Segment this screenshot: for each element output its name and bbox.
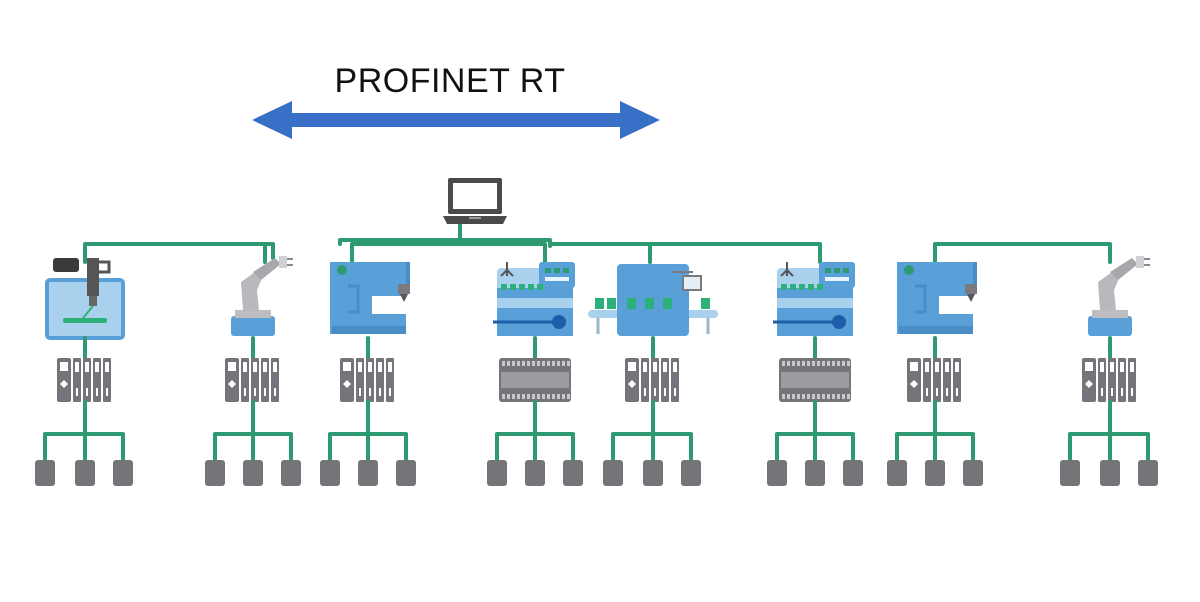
plc-rail-module-icon bbox=[779, 358, 851, 402]
press-machine-icon bbox=[330, 262, 410, 334]
assembly-machine-icon bbox=[773, 262, 855, 336]
field-device-icon bbox=[1060, 460, 1080, 486]
network-cabling bbox=[83, 220, 1112, 264]
field-device-icon bbox=[75, 460, 95, 486]
station bbox=[1060, 256, 1158, 486]
io-module-icon bbox=[340, 358, 394, 402]
conveyor-machine-icon bbox=[588, 264, 718, 336]
laser-engraver-icon bbox=[45, 258, 125, 340]
field-device-icon bbox=[205, 460, 225, 486]
station bbox=[887, 262, 983, 486]
station bbox=[487, 262, 583, 486]
field-device-icon bbox=[1100, 460, 1120, 486]
plc-rail-module-icon bbox=[499, 358, 571, 402]
press-machine-icon bbox=[897, 262, 977, 334]
field-device-icon bbox=[525, 460, 545, 486]
station bbox=[35, 258, 133, 486]
station bbox=[320, 262, 416, 486]
station bbox=[767, 262, 863, 486]
network-title: PROFINET RT bbox=[334, 62, 566, 100]
field-device-icon bbox=[603, 460, 623, 486]
field-device-icon bbox=[243, 460, 263, 486]
field-device-icon bbox=[805, 460, 825, 486]
io-module-icon bbox=[1082, 358, 1136, 402]
stations bbox=[35, 256, 1158, 486]
field-device-icon bbox=[281, 460, 301, 486]
field-device-icon bbox=[113, 460, 133, 486]
bidirectional-arrow-icon bbox=[252, 101, 660, 139]
io-module-icon bbox=[57, 358, 111, 402]
io-module-icon bbox=[625, 358, 679, 402]
assembly-machine-icon bbox=[493, 262, 575, 336]
station bbox=[205, 256, 301, 486]
field-device-icon bbox=[35, 460, 55, 486]
laptop-icon bbox=[443, 178, 507, 224]
io-module-icon bbox=[225, 358, 279, 402]
field-device-icon bbox=[396, 460, 416, 486]
field-device-icon bbox=[563, 460, 583, 486]
field-device-icon bbox=[963, 460, 983, 486]
field-device-icon bbox=[767, 460, 787, 486]
io-module-icon bbox=[907, 358, 961, 402]
field-device-icon bbox=[887, 460, 907, 486]
field-device-icon bbox=[320, 460, 340, 486]
field-device-icon bbox=[1138, 460, 1158, 486]
station bbox=[588, 264, 718, 486]
field-device-icon bbox=[643, 460, 663, 486]
robot-arm-icon bbox=[1088, 256, 1150, 336]
field-device-icon bbox=[843, 460, 863, 486]
field-device-icon bbox=[925, 460, 945, 486]
field-device-icon bbox=[358, 460, 378, 486]
field-device-icon bbox=[681, 460, 701, 486]
field-device-icon bbox=[487, 460, 507, 486]
robot-arm-icon bbox=[231, 256, 293, 336]
